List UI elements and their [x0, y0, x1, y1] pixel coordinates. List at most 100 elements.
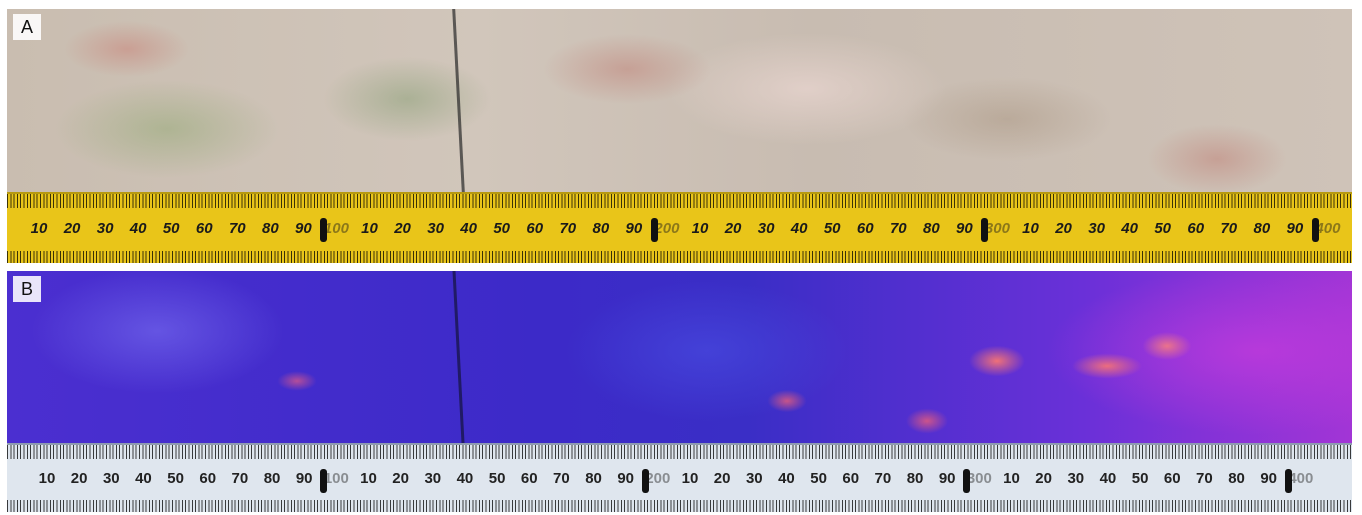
- tape-number: 10: [361, 220, 378, 237]
- ink-marker: [1311, 218, 1319, 242]
- tape-number: 90: [1286, 220, 1304, 237]
- tape-number: 40: [778, 470, 795, 487]
- ink-marker: [320, 469, 328, 493]
- tape-number: 70: [889, 220, 907, 237]
- tape-number: 30: [427, 220, 444, 237]
- tape-number: 20: [713, 470, 731, 487]
- tape-number: 40: [790, 220, 808, 237]
- tape-number: 50: [810, 470, 827, 487]
- tape-number: 90: [625, 220, 643, 237]
- photo-panel-a: 10 20 30 40 50 60 70 80 90 100 10 20 30 40 50 60 70 80 90 2…: [7, 9, 1352, 263]
- tape-number: 80: [1228, 470, 1245, 487]
- core-fracture: [452, 9, 465, 192]
- tape-number: 60: [856, 220, 874, 237]
- tape-number: 200: [654, 220, 680, 237]
- tape-number: 40: [1121, 220, 1138, 237]
- tape-number: 60: [195, 220, 213, 237]
- tape-number: 30: [1067, 470, 1085, 487]
- ink-marker: [650, 218, 658, 242]
- tape-number: 300: [984, 220, 1010, 237]
- core-sample-uv-light: [7, 271, 1352, 443]
- tape-number: 80: [592, 220, 610, 237]
- tape-number: 70: [1220, 220, 1238, 237]
- tape-number: 30: [745, 470, 763, 487]
- tape-number: 40: [129, 220, 147, 237]
- ink-marker: [641, 469, 649, 493]
- tape-number: 30: [96, 220, 114, 237]
- tape-number: 70: [559, 220, 577, 237]
- tape-number: 400: [1315, 220, 1341, 237]
- tape-number: 70: [553, 470, 570, 487]
- tape-number: 100: [323, 470, 349, 487]
- tape-number: 80: [923, 220, 940, 237]
- tape-number: 60: [1163, 470, 1181, 487]
- tape-number: 20: [392, 470, 409, 487]
- tape-number: 70: [874, 470, 892, 487]
- tape-number: 20: [724, 220, 742, 237]
- tape-ticks-bottom: [7, 251, 1352, 263]
- tape-number: 80: [1253, 220, 1271, 237]
- ink-marker: [1284, 469, 1292, 493]
- tape-number: 30: [424, 470, 442, 487]
- measuring-tape-b: 10 20 30 40 50 60 70 80 90 100 10 20 30 40 50 60 70 80 90 2…: [7, 443, 1352, 512]
- tape-number: 90: [617, 470, 635, 487]
- tape-number: 60: [526, 220, 544, 237]
- tape-number: 70: [228, 220, 246, 237]
- tape-number: 90: [956, 220, 973, 237]
- tape-number: 90: [295, 220, 312, 237]
- ink-marker: [320, 218, 328, 242]
- tape-number: 50: [162, 220, 180, 237]
- tape-number: 100: [323, 220, 349, 237]
- tape-number: 80: [262, 220, 279, 237]
- ink-marker: [963, 469, 971, 493]
- tape-number: 10: [691, 220, 709, 237]
- tape-number: 200: [645, 470, 671, 487]
- tape-number: 40: [460, 220, 477, 237]
- tape-number: 10: [38, 470, 56, 487]
- tape-number: 50: [1131, 470, 1149, 487]
- tape-number: 80: [906, 470, 924, 487]
- tape-number: 50: [493, 220, 511, 237]
- measuring-tape-a: 10 20 30 40 50 60 70 80 90 100 10 20 30 40 50 60 70 80 90 2…: [7, 192, 1352, 263]
- tape-number: 40: [135, 470, 152, 487]
- tape-number: 40: [1099, 470, 1117, 487]
- tape-number: 20: [70, 470, 88, 487]
- tape-number: 70: [231, 470, 249, 487]
- tape-number: 90: [295, 470, 313, 487]
- tape-number: 60: [1187, 220, 1205, 237]
- core-sample-visible-light: [7, 9, 1352, 192]
- tape-number: 10: [681, 470, 699, 487]
- tape-number: 10: [360, 470, 377, 487]
- tape-number: 60: [520, 470, 538, 487]
- tape-number: 10: [30, 220, 48, 237]
- tape-number: 60: [842, 470, 860, 487]
- tape-ticks-top: [7, 194, 1352, 208]
- tape-number: 80: [263, 470, 281, 487]
- tape-number: 50: [823, 220, 841, 237]
- tape-number: 50: [167, 470, 184, 487]
- tape-number: 40: [456, 470, 474, 487]
- panel-label-a: A: [13, 14, 41, 40]
- tape-number: 50: [488, 470, 506, 487]
- tape-number: 90: [1260, 470, 1278, 487]
- tape-ticks-bottom: [7, 500, 1352, 512]
- ink-marker: [981, 218, 989, 242]
- tape-number: 30: [757, 220, 775, 237]
- tape-ticks-top: [7, 445, 1352, 459]
- tape-number: 20: [1035, 470, 1052, 487]
- tape-number: 30: [102, 470, 120, 487]
- tape-number: 20: [63, 220, 81, 237]
- panel-label-b: B: [13, 276, 41, 302]
- tape-number: 10: [1003, 470, 1020, 487]
- tape-number: 30: [1088, 220, 1105, 237]
- tape-number: 20: [1055, 220, 1072, 237]
- tape-number: 70: [1196, 470, 1213, 487]
- photo-panel-b: 10 20 30 40 50 60 70 80 90 100 10 20 30 40 50 60 70 80 90 2…: [7, 271, 1352, 512]
- tape-number: 90: [938, 470, 956, 487]
- tape-number: 300: [966, 470, 992, 487]
- core-fracture: [452, 271, 465, 443]
- tape-number: 50: [1154, 220, 1172, 237]
- tape-number: 20: [394, 220, 411, 237]
- tape-number: 400: [1288, 470, 1314, 487]
- tape-number: 60: [199, 470, 217, 487]
